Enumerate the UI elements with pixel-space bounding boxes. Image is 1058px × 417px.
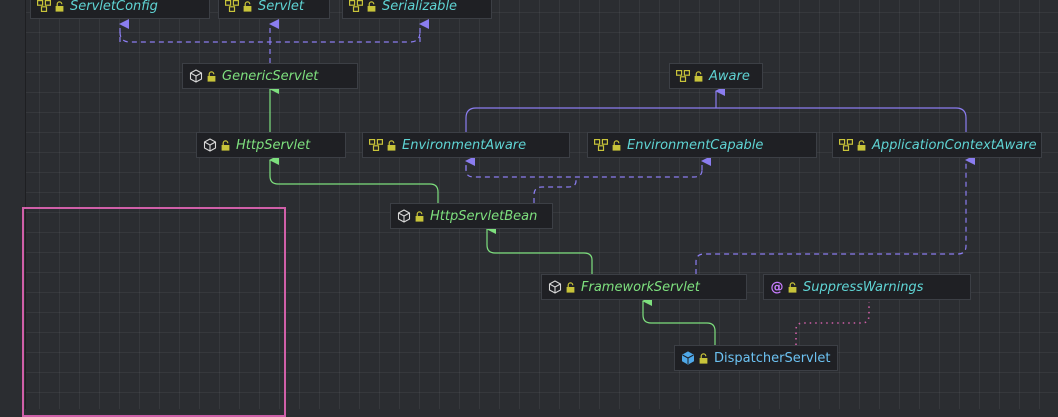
lock-icon [787,281,797,293]
edge-httpservletbean-extends [269,155,439,203]
left-gutter [0,0,26,409]
lock-icon [386,139,396,151]
interface-icon [369,138,383,152]
node-label: SuppressWarnings [803,279,924,295]
node-servlet[interactable]: Servlet [218,0,330,19]
node-label: GenericServlet [222,68,319,84]
node-label: HttpServlet [236,137,311,153]
lock-icon [611,139,621,151]
edge-frameworkservlet-implements [695,155,975,274]
lock-icon [220,139,230,151]
edge-dispatcherservlet-extends [642,296,716,345]
abstract-class-icon [397,209,411,223]
node-http-servlet[interactable]: HttpServlet [196,132,346,158]
node-servlet-config[interactable]: ServletConfig [30,0,210,19]
edge-frameworkservlet-extends [486,224,593,274]
edge-httpservletbean-implements [465,156,711,203]
edge-dispatcherservlet-annotation [795,302,870,345]
node-suppress-warnings[interactable]: @ SuppressWarnings [763,274,971,300]
class-icon [681,351,695,365]
interface-icon [349,0,363,13]
lock-icon [242,0,252,12]
abstract-class-icon [189,69,203,83]
node-serializable[interactable]: Serializable [342,0,492,19]
node-label: EnvironmentCapable [627,137,764,153]
node-label: FrameworkServlet [581,279,700,295]
abstract-class-icon [203,138,217,152]
edge-aware-extends [465,86,967,132]
abstract-class-icon [548,280,562,294]
lock-icon [565,281,575,293]
node-environment-capable[interactable]: EnvironmentCapable [587,132,817,158]
node-environment-aware[interactable]: EnvironmentAware [362,132,570,158]
node-label: Servlet [258,0,304,14]
interface-icon [676,69,690,83]
node-label: ServletConfig [70,0,158,14]
node-label: DispatcherServlet [714,350,831,366]
lock-icon [693,70,703,82]
node-dispatcher-servlet[interactable]: DispatcherServlet [674,345,838,371]
node-label: HttpServletBean [430,208,538,224]
lock-icon [206,70,216,82]
node-application-context-aware[interactable]: ApplicationContextAware [832,132,1042,158]
annotation-icon: @ [770,279,784,295]
node-label: EnvironmentAware [402,137,527,153]
interface-icon [37,0,51,13]
node-generic-servlet[interactable]: GenericServlet [182,63,358,89]
node-http-servlet-bean[interactable]: HttpServletBean [390,203,553,229]
node-label: ApplicationContextAware [872,137,1037,153]
node-label: Serializable [382,0,458,14]
lock-icon [856,139,866,151]
interface-icon [225,0,239,13]
node-aware[interactable]: Aware [669,63,763,89]
node-framework-servlet[interactable]: FrameworkServlet [541,274,747,300]
edge-genericservlet-implements [119,19,429,63]
node-label: Aware [709,68,750,84]
lock-icon [54,0,64,12]
interface-icon [839,138,853,152]
lock-icon [366,0,376,12]
lock-icon [414,210,424,222]
lock-icon [698,352,708,364]
interface-icon [594,138,608,152]
